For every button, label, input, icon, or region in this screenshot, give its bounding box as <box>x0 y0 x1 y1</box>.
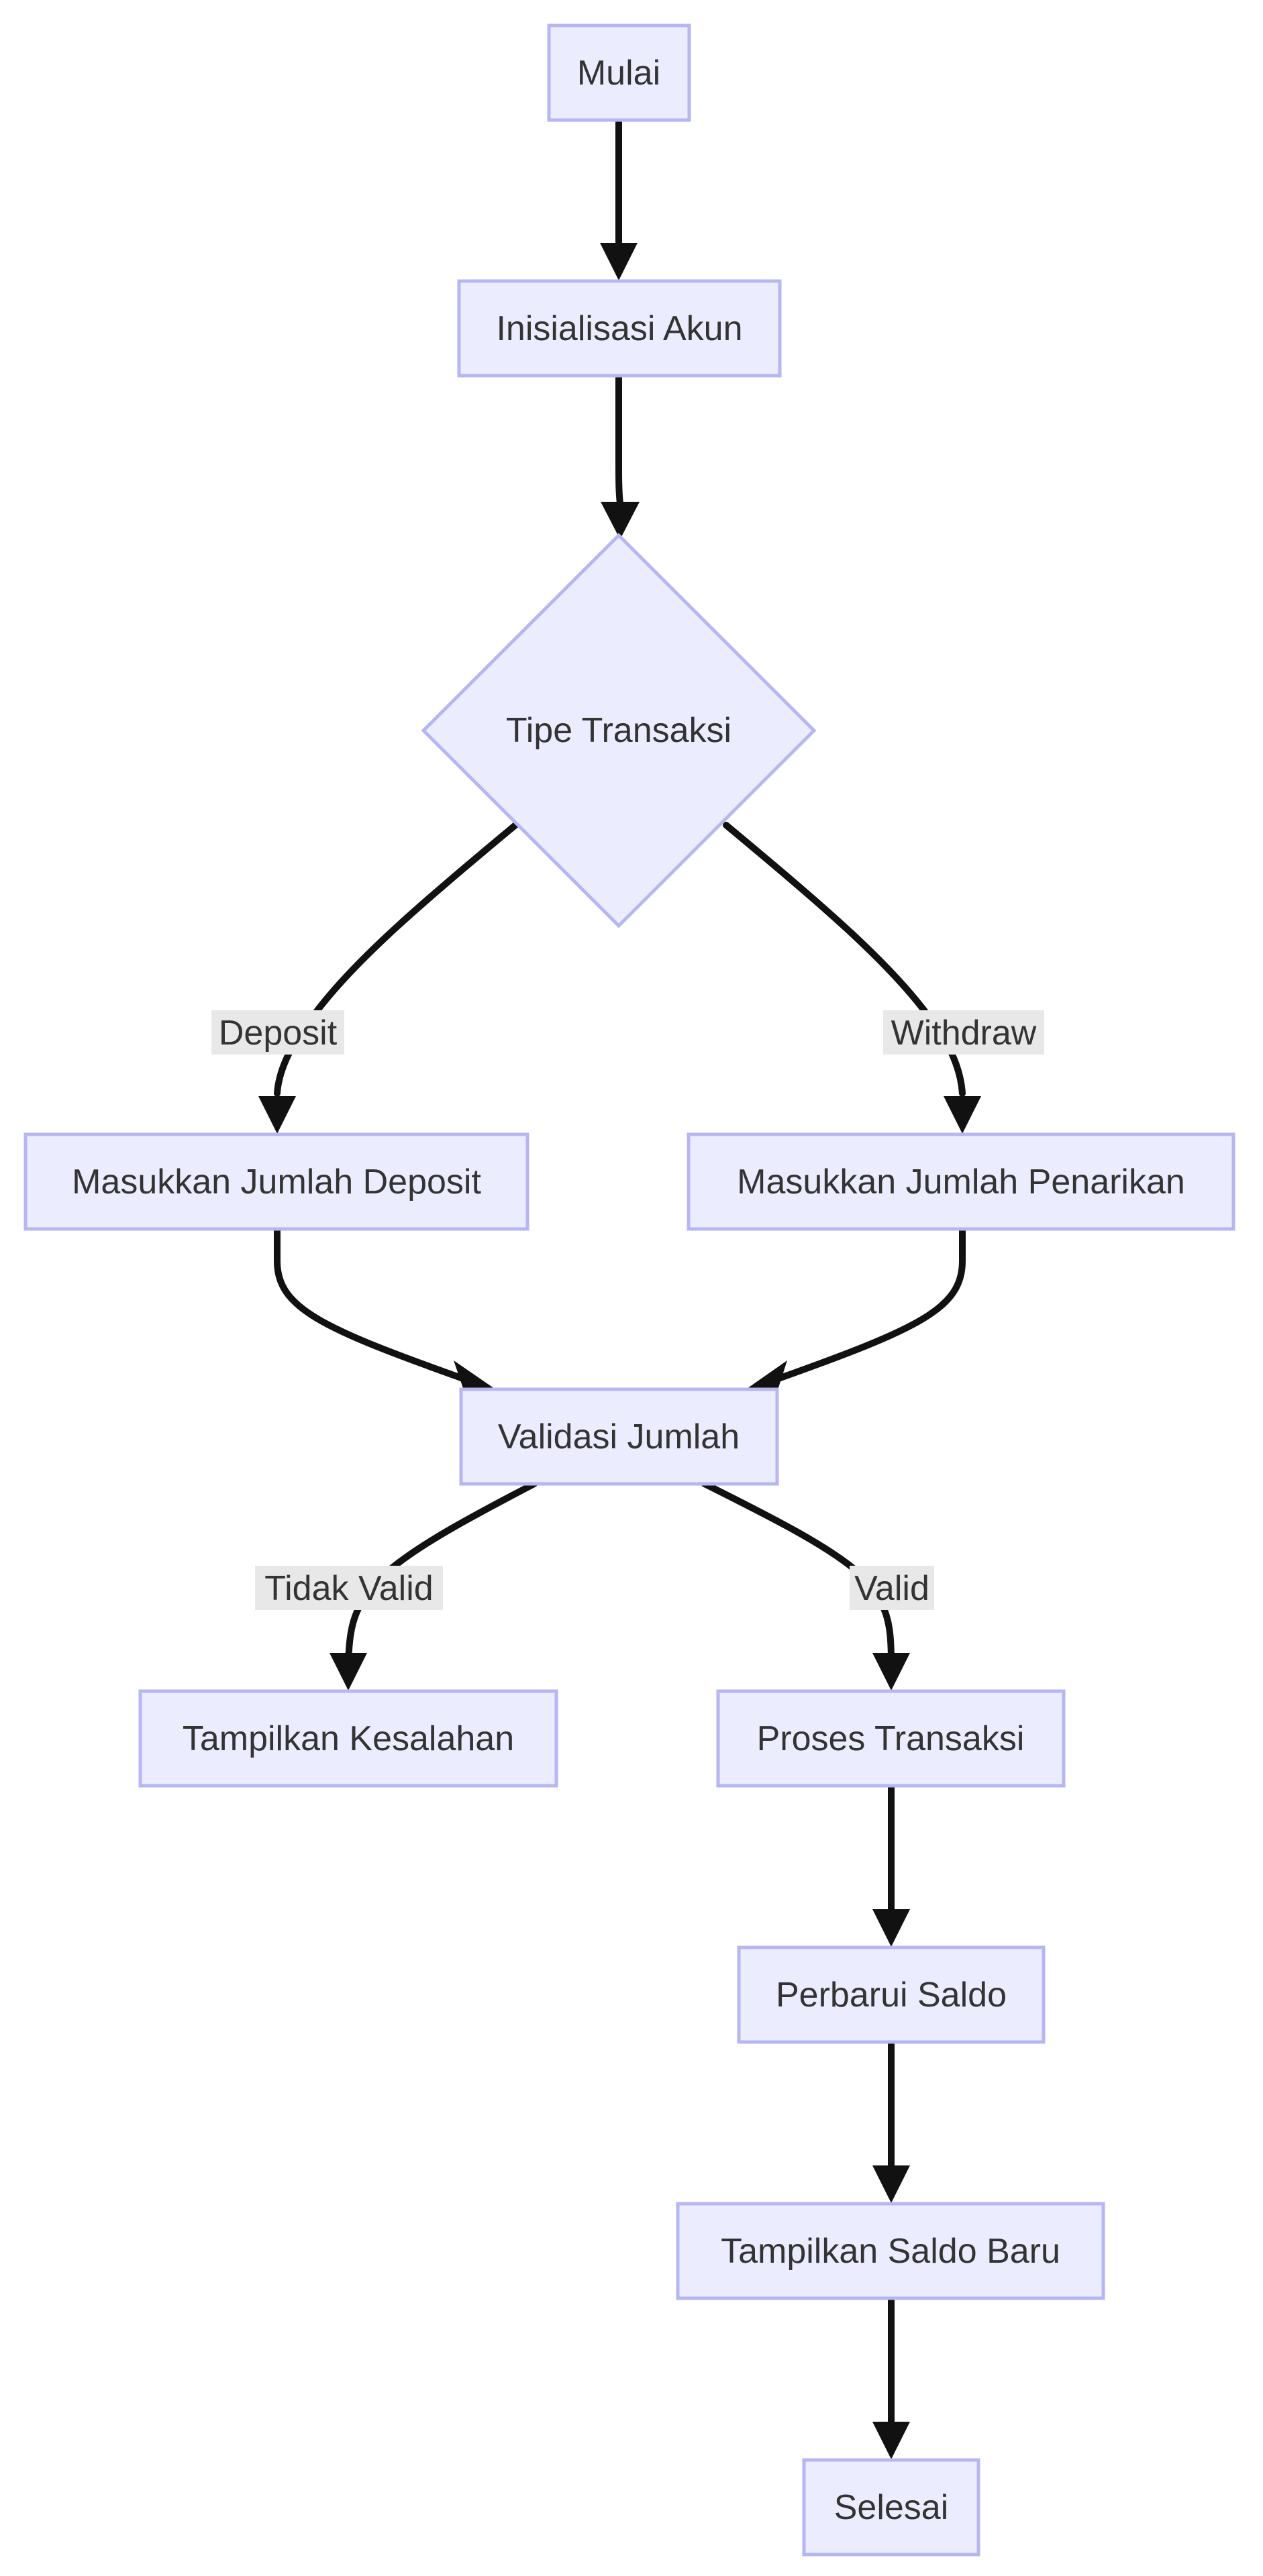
node-tampilkan-saldo-baru-label: Tampilkan Saldo Baru <box>721 2232 1060 2271</box>
arrowhead <box>944 1096 981 1134</box>
edge-saldo-baru-to-selesai <box>872 2295 910 2459</box>
edge-inisialisasi-to-tipe-transaksi <box>601 372 640 539</box>
node-mulai-label: Mulai <box>577 54 660 93</box>
arrowhead <box>601 502 640 539</box>
node-inisialisasi-akun: Inisialisasi Akun <box>457 279 782 378</box>
node-masukkan-jumlah-penarikan: Masukkan Jumlah Penarikan <box>687 1132 1235 1231</box>
edge-deposit-to-validasi <box>274 1226 495 1396</box>
edges <box>258 117 981 2459</box>
node-mulai: Mulai <box>547 23 691 122</box>
arrowhead <box>600 243 638 280</box>
arrowhead <box>258 1096 296 1134</box>
arrowhead <box>872 2422 910 2459</box>
edge-label-withdraw: Withdraw <box>883 1010 1044 1055</box>
edge-label-tidak-valid: Tidak Valid <box>255 1566 443 1610</box>
arrowhead <box>872 2165 910 2203</box>
node-tipe-transaksi: Tipe Transaksi <box>421 533 817 928</box>
edge-proses-to-perbarui <box>872 1782 910 1947</box>
node-perbarui-saldo: Perbarui Saldo <box>737 1945 1046 2044</box>
node-masukkan-jumlah-deposit-label: Masukkan Jumlah Deposit <box>72 1163 481 1201</box>
edge-label-withdraw-text: Withdraw <box>891 1014 1037 1053</box>
node-tipe-transaksi-label: Tipe Transaksi <box>506 711 731 750</box>
node-proses-transaksi: Proses Transaksi <box>716 1689 1066 1788</box>
edge-tipe-to-deposit <box>258 822 519 1134</box>
node-tampilkan-kesalahan-label: Tampilkan Kesalahan <box>183 1719 514 1758</box>
arrowhead <box>454 1360 495 1396</box>
node-inisialisasi-akun-label: Inisialisasi Akun <box>496 309 742 348</box>
edge-label-deposit: Deposit <box>211 1010 344 1055</box>
arrowhead <box>872 1653 910 1690</box>
node-proses-transaksi-label: Proses Transaksi <box>757 1719 1025 1758</box>
arrowhead <box>872 1909 910 1947</box>
edge-label-valid: Valid <box>850 1566 934 1610</box>
edge-perbarui-to-saldo-baru <box>872 2039 910 2203</box>
node-selesai: Selesai <box>802 2458 980 2557</box>
edge-penarikan-to-validasi <box>747 1226 966 1396</box>
arrowhead <box>330 1653 367 1690</box>
edge-label-valid-text: Valid <box>854 1569 929 1608</box>
node-masukkan-jumlah-deposit: Masukkan Jumlah Deposit <box>23 1132 529 1231</box>
edge-label-tidak-valid-text: Tidak Valid <box>264 1569 433 1608</box>
node-tampilkan-saldo-baru: Tampilkan Saldo Baru <box>676 2202 1105 2300</box>
edge-label-deposit-text: Deposit <box>219 1014 338 1053</box>
node-masukkan-jumlah-penarikan-label: Masukkan Jumlah Penarikan <box>737 1163 1185 1201</box>
node-tampilkan-kesalahan: Tampilkan Kesalahan <box>138 1689 558 1788</box>
node-validasi-jumlah: Validasi Jumlah <box>459 1387 779 1486</box>
node-selesai-label: Selesai <box>834 2488 949 2527</box>
node-validasi-jumlah-label: Validasi Jumlah <box>498 1417 740 1456</box>
edge-tipe-to-withdraw <box>723 822 981 1134</box>
nodes: Mulai Inisialisasi Akun Tipe Transaksi M… <box>23 23 1235 2557</box>
arrowhead <box>747 1360 787 1396</box>
node-perbarui-saldo-label: Perbarui Saldo <box>776 1976 1007 2015</box>
edge-labels: Deposit Withdraw Tidak Valid Valid <box>211 1010 1044 1610</box>
edge-mulai-to-inisialisasi <box>600 117 638 280</box>
